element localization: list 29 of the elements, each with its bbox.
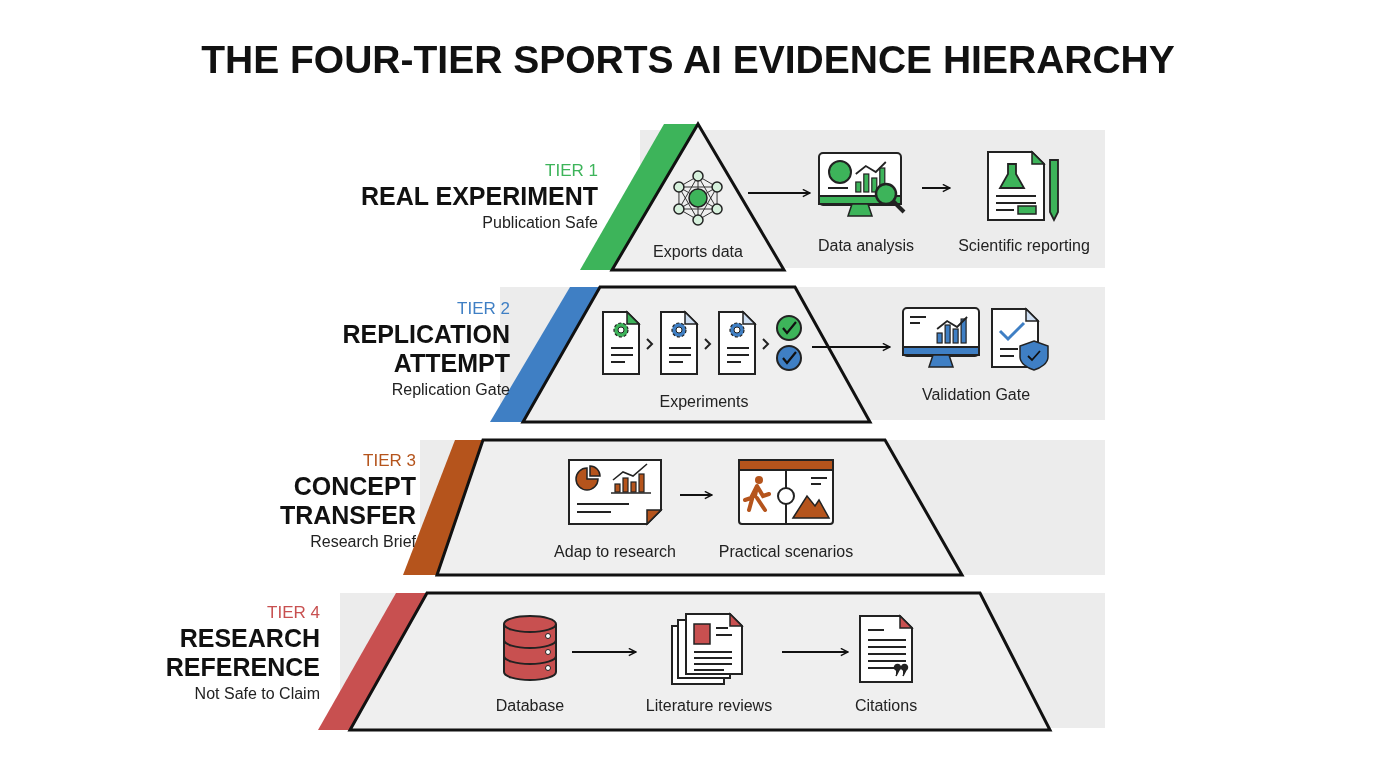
step-caption: Adap to research [554,542,676,562]
diagram-title: THE FOUR-TIER SPORTS AI EVIDENCE HIERARCHY [200,38,1176,82]
tier-title: REPLICATION ATTEMPT [341,320,510,378]
tier-number: TIER 3 [362,450,416,472]
step-caption: Database [495,696,565,716]
step-caption: Validation Gate [921,385,1031,405]
arrow [811,342,891,352]
step-caption: Citations [854,696,918,716]
arrow [571,647,637,657]
arrow [921,183,951,193]
tier-subtitle: Publication Safe [481,213,598,233]
arrow [679,490,713,500]
tier-number: TIER 4 [266,602,320,624]
tier-subtitle: Not Safe to Claim [193,684,320,704]
tier-number: TIER 2 [456,298,510,320]
tier-subtitle: Replication Gate [390,380,510,400]
tier-number: TIER 1 [544,160,598,182]
step-caption: Literature reviews [645,696,773,716]
step-caption: Data analysis [817,236,914,256]
arrow [747,188,811,198]
tier-title: CONCEPT TRANSFER [278,472,416,530]
step-caption: Exports data [653,242,743,262]
tier-title: RESEARCH REFERENCE [164,624,320,682]
tier-subtitle: Research Brief [309,532,416,552]
tier-title: REAL EXPERIMENT [359,182,598,211]
step-caption: Scientific reporting [958,236,1090,256]
arrow [781,647,849,657]
step-caption: Experiments [659,392,749,412]
step-caption: Practical scenarios [718,542,854,562]
